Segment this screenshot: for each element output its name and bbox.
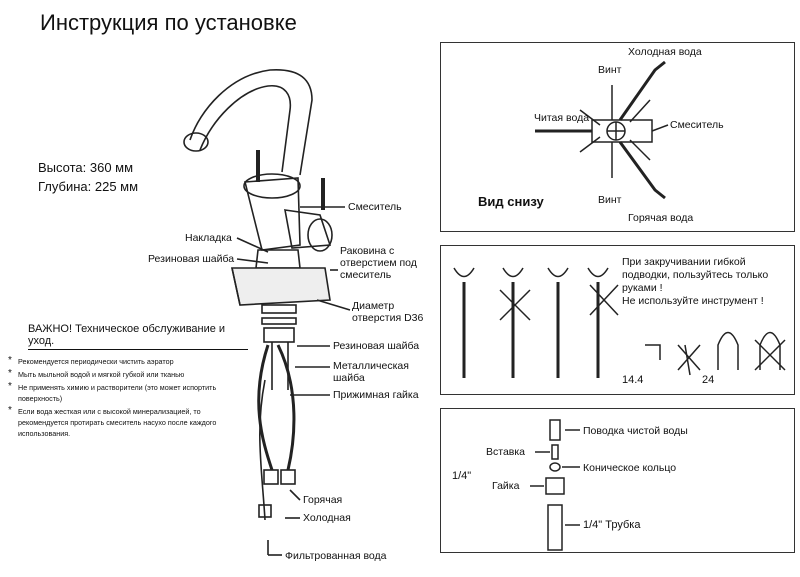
bottom-view-panel xyxy=(440,42,795,232)
hose-note: При закручивании гибкой подводки, пользу… xyxy=(622,256,769,307)
maintenance-section: ВАЖНО! Техническое обслуживание и уход. … xyxy=(8,323,248,441)
hole-diameter-label: Диаметр отверстия D36 xyxy=(352,300,424,324)
height-label: Высота: 360 мм xyxy=(38,160,134,175)
cold-water-label: Холодная вода xyxy=(628,46,702,58)
filtered-water-label: Фильтрованная вода xyxy=(285,550,387,562)
cover-label: Накладка xyxy=(185,232,232,244)
fitting-panel xyxy=(440,408,795,553)
maintenance-item: Мыть мыльной водой и мягкой губкой или т… xyxy=(8,368,248,380)
hose-panel xyxy=(440,245,795,395)
metal-washer-label: Металлическая шайба xyxy=(333,360,409,384)
bottom-mixer-label: Смеситель xyxy=(670,119,724,131)
nut-label: Гайка xyxy=(492,480,520,492)
cold-label: Холодная xyxy=(303,512,351,524)
clean-water-label: Читая вода xyxy=(534,112,590,124)
rubber-washer-label: Резиновая шайба xyxy=(333,340,420,352)
screw-top-label: Винт xyxy=(598,64,622,76)
maintenance-item: Не применять химию и растворители (это м… xyxy=(8,381,248,404)
cone-ring-label: Коническое кольцо xyxy=(583,462,677,474)
hot-water-label: Горячая вода xyxy=(628,212,694,224)
maintenance-heading: ВАЖНО! Техническое обслуживание и уход. xyxy=(28,323,248,350)
size-a-label: 14.4 xyxy=(622,374,644,386)
dimensions: Высота: 360 мм Глубина: 225 мм xyxy=(38,158,138,196)
screw-bottom-label: Винт xyxy=(598,194,622,206)
maintenance-item: Рекомендуется периодически чистить аэрат… xyxy=(8,355,248,367)
fitting-size-label: 1/4" xyxy=(452,470,472,482)
hot-label: Горячая xyxy=(303,494,343,506)
insert-label: Вставка xyxy=(486,446,526,458)
size-b-label: 24 xyxy=(702,374,715,386)
maintenance-item: Если вода жесткая или с высокой минерали… xyxy=(8,405,248,439)
depth-label: Глубина: 225 мм xyxy=(38,179,139,194)
tube-label: 1/4" Трубка xyxy=(583,519,641,531)
bottom-view-caption: Вид снизу xyxy=(478,194,544,209)
clean-water-line-label: Поводка чистой воды xyxy=(583,425,688,437)
mixer-label: Смеситель xyxy=(348,201,402,213)
clamp-nut-label: Прижимная гайка xyxy=(333,389,419,401)
page-title: Инструкция по установке xyxy=(40,10,297,35)
rubber-washer-top-label: Резиновая шайба xyxy=(148,253,235,265)
sink-label: Раковина с отверстием под смеситель xyxy=(340,245,417,281)
